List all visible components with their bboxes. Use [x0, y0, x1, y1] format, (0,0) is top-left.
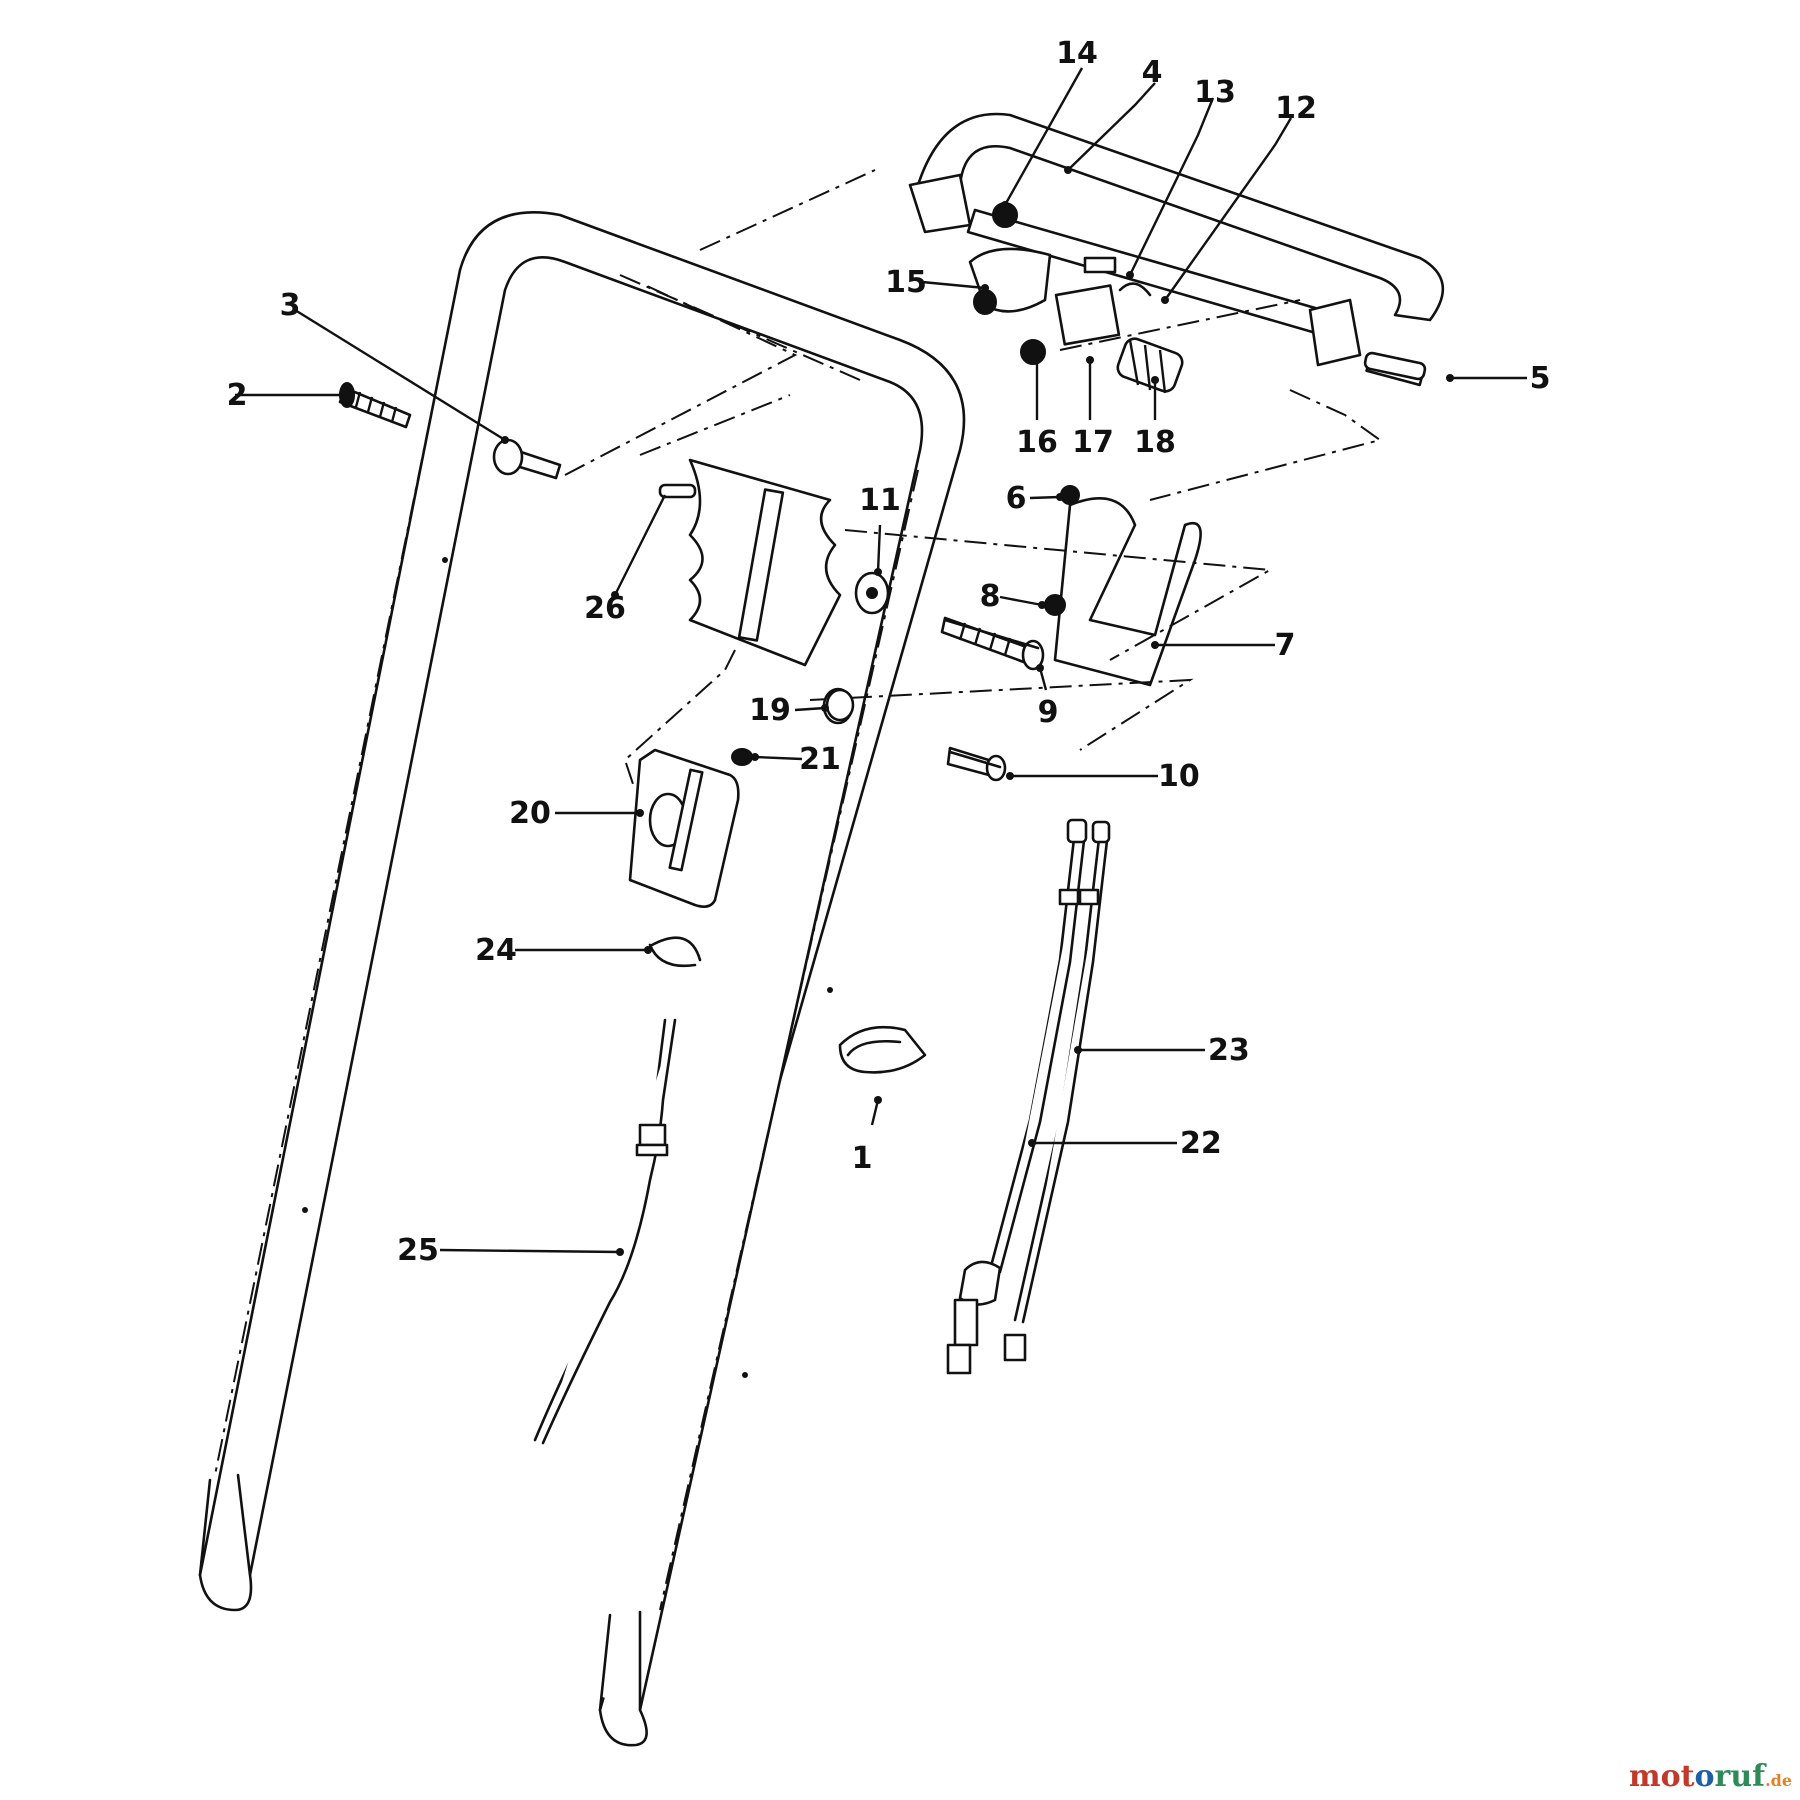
callout-16: 16 [1016, 425, 1058, 460]
callout-23: 23 [1208, 1033, 1250, 1068]
callout-12: 12 [1275, 91, 1317, 126]
watermark-part-d: .de [1765, 1771, 1792, 1790]
callout-15: 15 [885, 265, 927, 300]
callout-2: 2 [227, 378, 248, 413]
callout-24: 24 [475, 933, 517, 968]
callout-20: 20 [509, 796, 551, 831]
callout-26: 26 [584, 591, 626, 626]
callout-8: 8 [980, 579, 1001, 614]
callout-18: 18 [1134, 425, 1176, 460]
assembly-lines [564, 284, 1383, 501]
cable-25 [533, 1018, 677, 1445]
callout-11: 11 [859, 483, 901, 518]
handle-tube [198, 211, 966, 1747]
hardware-top [968, 202, 1427, 394]
watermark-logo: motoruf.de [1629, 1759, 1792, 1794]
watermark-part-c: ruf [1714, 1759, 1766, 1794]
callout-10: 10 [1158, 759, 1200, 794]
callout-25: 25 [397, 1233, 439, 1268]
leader-lines [235, 67, 1527, 1256]
callout-9: 9 [1038, 695, 1059, 730]
callout-17: 17 [1072, 425, 1114, 460]
watermark-part-a: mot [1628, 1759, 1695, 1794]
callout-6: 6 [1006, 481, 1027, 516]
callout-22: 22 [1180, 1126, 1222, 1161]
callout-7: 7 [1275, 628, 1296, 663]
cables-22-23 [946, 818, 1111, 1375]
callout-21: 21 [799, 742, 841, 777]
callout-1: 1 [852, 1141, 873, 1176]
callout-19: 19 [749, 693, 791, 728]
callout-4: 4 [1142, 55, 1163, 90]
bail-handle [639, 112, 1445, 456]
watermark-part-b: o [1694, 1759, 1715, 1794]
bolts [338, 382, 1040, 769]
callout-labels: 1 2 3 4 5 6 7 8 9 10 11 12 13 14 15 16 1… [227, 36, 1551, 1268]
callout-14: 14 [1056, 36, 1098, 71]
callout-13: 13 [1194, 75, 1236, 110]
control-plate [623, 458, 855, 968]
callout-3: 3 [280, 288, 301, 323]
cable-clip [838, 1025, 927, 1074]
callout-5: 5 [1530, 361, 1551, 396]
